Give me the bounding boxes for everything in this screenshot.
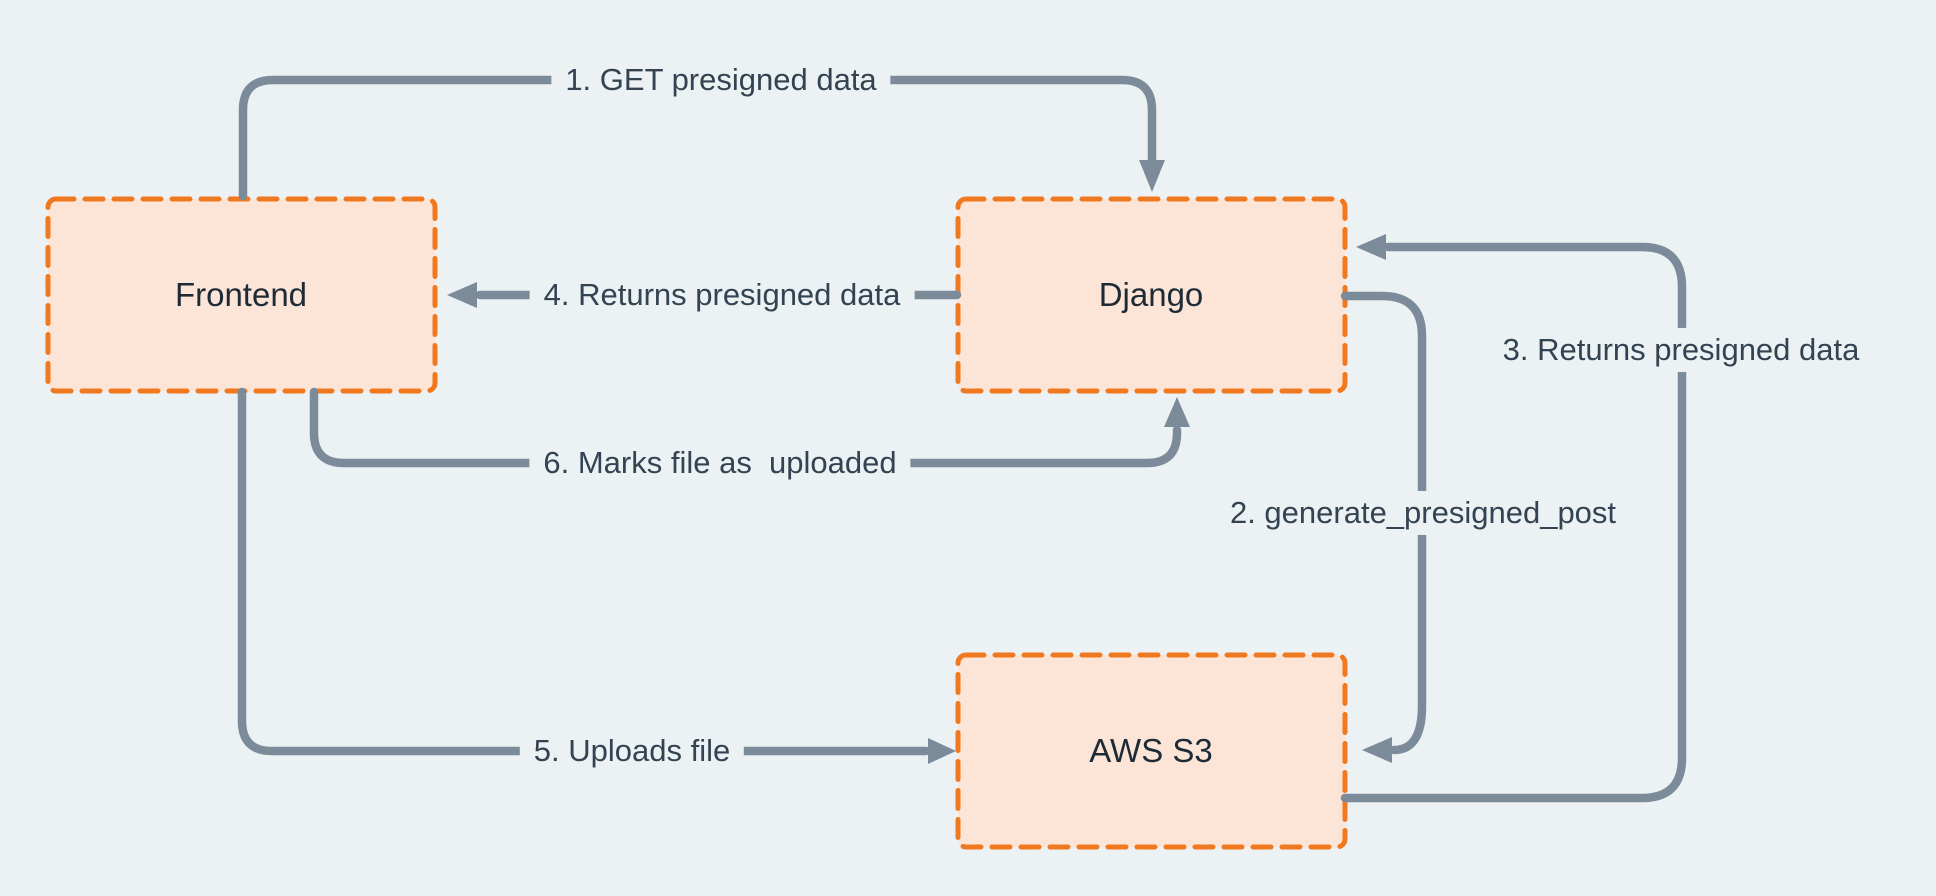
edge-label-uploads-file: 5. Uploads file (519, 728, 745, 774)
arrow-3-arrowhead-left (1356, 234, 1386, 260)
arrow-1-arrowhead-down (1139, 160, 1165, 192)
node-label-aws-s3: AWS S3 (1089, 731, 1213, 769)
arrow-2-path (1340, 291, 1427, 755)
arrow-4-arrowhead-left (447, 282, 477, 308)
arrow-6-arrowhead-up (1164, 397, 1190, 427)
arrow-2-arrowhead-left (1362, 737, 1392, 763)
arrow-3-path (1340, 242, 1687, 803)
edge-label-marks-file-uploaded: 6. Marks file as uploaded (529, 440, 911, 486)
aws-s3-box (955, 652, 1348, 850)
arrow-5-path (237, 387, 931, 756)
node-label-django: Django (1098, 275, 1204, 313)
edge-label-get-presigned-data: 1. GET presigned data (551, 57, 891, 103)
edge-label-returns-presigned-data-s3: 3. Returns presigned data (1488, 327, 1874, 373)
arrow-5-arrowhead-right (928, 738, 956, 764)
edge-label-generate-presigned-post: 2. generate_presigned_post (1215, 490, 1631, 536)
edge-label-returns-presigned-data-frontend: 4. Returns presigned data (529, 272, 915, 318)
node-label-frontend: Frontend (174, 275, 308, 313)
